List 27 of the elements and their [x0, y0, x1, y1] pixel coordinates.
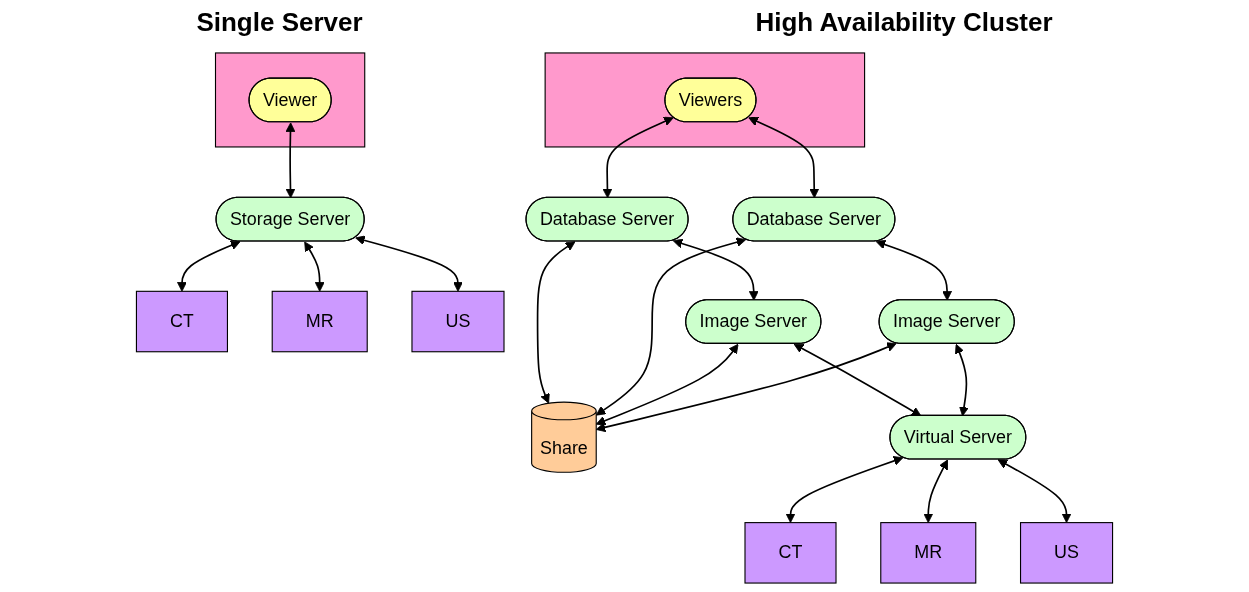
- cluster: [214, 52, 366, 148]
- node-box: CT: [744, 522, 837, 584]
- node-box: US: [411, 290, 505, 353]
- arrow: [748, 116, 820, 199]
- arrow: [875, 239, 952, 301]
- arrow: [954, 343, 969, 417]
- arrow: [536, 241, 576, 404]
- node-box: MR: [271, 290, 368, 353]
- arrow: [793, 343, 922, 417]
- arrow: [923, 459, 948, 524]
- arrow: [672, 238, 759, 301]
- panel-heading: Single Server: [196, 6, 363, 38]
- arrow: [595, 342, 897, 433]
- node-box: MR: [880, 522, 977, 584]
- arrow: [595, 237, 747, 416]
- node-box: US: [1020, 522, 1114, 584]
- arrow: [602, 116, 674, 199]
- cluster: [544, 52, 866, 148]
- arrow: [997, 459, 1072, 524]
- arrow: [785, 456, 904, 524]
- node-box: CT: [135, 290, 228, 353]
- arrow: [355, 235, 463, 292]
- arrow: [177, 240, 241, 292]
- arrow: [304, 241, 325, 292]
- arrow: [285, 122, 296, 199]
- panel-heading: High Availability Cluster: [755, 6, 1053, 38]
- arrow: [595, 343, 739, 426]
